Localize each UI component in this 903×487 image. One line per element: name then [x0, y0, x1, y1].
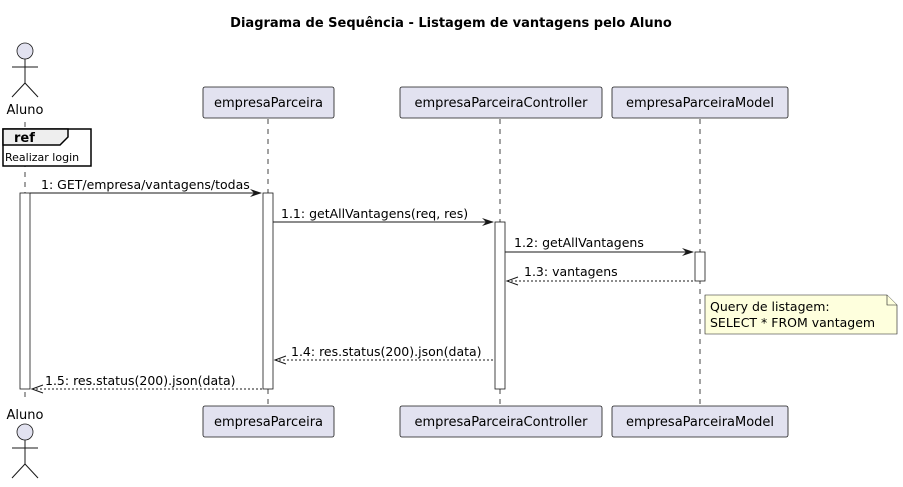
arrow-head-icon — [482, 218, 494, 226]
ref-frame: ref Realizar login — [2, 128, 92, 167]
participant-box-empresaparceira-bottom — [202, 405, 335, 438]
arrow-head-icon — [250, 189, 262, 197]
note: Query de listagem: SELECT * FROM vantage… — [704, 294, 898, 335]
participant-label: empresaParceiraController — [414, 415, 588, 430]
message-label: 1.2: getAllVantagens — [514, 235, 644, 250]
message-label: 1: GET/empresa/vantagens/todas — [41, 177, 250, 192]
note-line-1: Query de listagem: — [710, 299, 830, 314]
activation-aluno — [19, 192, 31, 390]
open-arrow-head-icon — [273, 355, 287, 365]
participant-label: empresaParceiraController — [414, 96, 588, 111]
participant-box-model-top — [611, 86, 789, 119]
actor-aluno-bottom — [11, 423, 39, 479]
arrow-head-icon — [682, 248, 694, 256]
message-label: 1.3: vantagens — [524, 264, 618, 279]
participant-label: empresaParceiraModel — [626, 96, 774, 111]
ref-label: Realizar login — [5, 151, 79, 164]
participant-label: empresaParceira — [214, 415, 323, 430]
participant-label: empresaParceira — [214, 96, 323, 111]
participant-box-model-bottom — [611, 405, 789, 438]
participant-label: empresaParceiraModel — [626, 415, 774, 430]
message-label: 1.1: getAllVantagens(req, res) — [281, 206, 468, 221]
participant-box-controller-top — [399, 86, 603, 119]
activation-model — [694, 251, 706, 282]
note-line-2: SELECT * FROM vantagem — [710, 315, 875, 330]
participant-box-controller-bottom — [399, 405, 603, 438]
actor-label-top: Aluno — [7, 103, 44, 118]
message-label: 1.4: res.status(200).json(data) — [291, 344, 482, 359]
actor-head-icon — [16, 42, 34, 60]
participant-box-empresaparceira-top — [202, 86, 335, 119]
diagram-title: Diagrama de Sequência - Listagem de vant… — [230, 16, 672, 31]
activation-empresaparceira — [262, 192, 274, 390]
activation-controller — [494, 221, 506, 390]
actor-head-icon — [16, 423, 34, 441]
message-label: 1.5: res.status(200).json(data) — [45, 373, 236, 388]
open-arrow-head-icon — [30, 384, 44, 394]
ref-tag: ref — [14, 131, 35, 146]
actor-aluno-top — [11, 42, 39, 98]
open-arrow-head-icon — [505, 276, 519, 286]
actor-label-bottom: Aluno — [7, 408, 44, 423]
